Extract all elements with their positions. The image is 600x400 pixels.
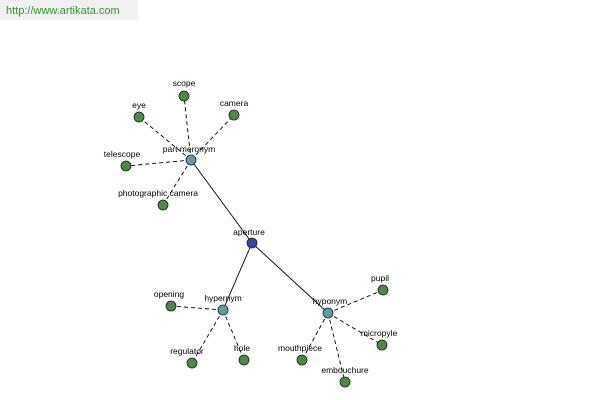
relation-label-hyponym[interactable]: hyponym bbox=[313, 296, 348, 306]
edge-hyponym-leaf-3 bbox=[327, 312, 346, 383]
relation-node-part-meronym[interactable] bbox=[185, 154, 197, 166]
leaf-label-hypernym-1[interactable]: regulator bbox=[170, 346, 204, 356]
leaf-node-hyponym-2[interactable] bbox=[296, 354, 308, 366]
leaf-node-part-meronym-1[interactable] bbox=[178, 90, 190, 102]
edge-root-hyponym bbox=[251, 242, 329, 314]
edge-root-part-meronym bbox=[190, 159, 253, 244]
leaf-node-part-meronym-2[interactable] bbox=[228, 109, 240, 121]
leaf-label-hypernym-2[interactable]: hole bbox=[234, 343, 250, 353]
leaf-label-part-meronym-4[interactable]: photographic camera bbox=[118, 188, 198, 198]
edge-part-meronym-leaf-3 bbox=[125, 159, 192, 167]
root-label[interactable]: aperture bbox=[233, 227, 265, 237]
graph-edges bbox=[125, 95, 384, 383]
leaf-node-hyponym-1[interactable] bbox=[376, 339, 388, 351]
leaf-node-hyponym-3[interactable] bbox=[339, 376, 351, 388]
edge-part-meronym-leaf-4 bbox=[162, 159, 192, 206]
graph-nodes: eye scope camera telescope photographic came… bbox=[104, 78, 398, 388]
leaf-label-hyponym-0[interactable]: pupil bbox=[371, 273, 389, 283]
url-banner: http://www.artikata.com bbox=[0, 0, 138, 20]
leaf-label-part-meronym-3[interactable]: telescope bbox=[104, 149, 141, 159]
leaf-label-part-meronym-0[interactable]: eye bbox=[132, 100, 146, 110]
leaf-node-part-meronym-0[interactable] bbox=[133, 111, 145, 123]
leaf-label-part-meronym-2[interactable]: camera bbox=[220, 98, 249, 108]
relation-node-hypernym[interactable] bbox=[217, 304, 229, 316]
leaf-node-part-meronym-4[interactable] bbox=[157, 199, 169, 211]
edge-part-meronym-leaf-2 bbox=[190, 114, 235, 161]
leaf-label-part-meronym-1[interactable]: scope bbox=[173, 78, 196, 88]
edge-part-meronym-leaf-1 bbox=[183, 95, 192, 161]
relation-node-hyponym[interactable] bbox=[322, 307, 334, 319]
relation-label-hypernym[interactable]: hypernym bbox=[204, 293, 241, 303]
edge-hypernym-leaf-1 bbox=[191, 309, 224, 364]
edge-hyponym-leaf-1 bbox=[327, 312, 383, 346]
edge-hypernym-leaf-0 bbox=[170, 305, 224, 311]
leaf-label-hyponym-3[interactable]: embouchure bbox=[321, 365, 369, 375]
relation-label-part-meronym[interactable]: part meronym bbox=[163, 144, 215, 154]
leaf-node-hypernym-1[interactable] bbox=[186, 357, 198, 369]
edge-hyponym-leaf-2 bbox=[301, 312, 329, 361]
leaf-node-hyponym-0[interactable] bbox=[377, 284, 389, 296]
site-url[interactable]: http://www.artikata.com bbox=[6, 5, 120, 17]
edge-hypernym-leaf-2 bbox=[222, 309, 245, 361]
edge-hyponym-leaf-0 bbox=[327, 289, 384, 314]
leaf-node-hypernym-0[interactable] bbox=[165, 300, 177, 312]
edge-root-hypernym bbox=[222, 242, 253, 311]
edge-part-meronym-leaf-0 bbox=[138, 116, 192, 161]
leaf-label-hyponym-1[interactable]: micropyle bbox=[361, 328, 398, 338]
leaf-node-part-meronym-3[interactable] bbox=[120, 160, 132, 172]
leaf-label-hyponym-2[interactable]: mouthpiece bbox=[278, 343, 322, 353]
leaf-node-hypernym-2[interactable] bbox=[238, 354, 250, 366]
root-node[interactable] bbox=[246, 237, 258, 249]
leaf-label-hypernym-0[interactable]: opening bbox=[154, 289, 185, 299]
